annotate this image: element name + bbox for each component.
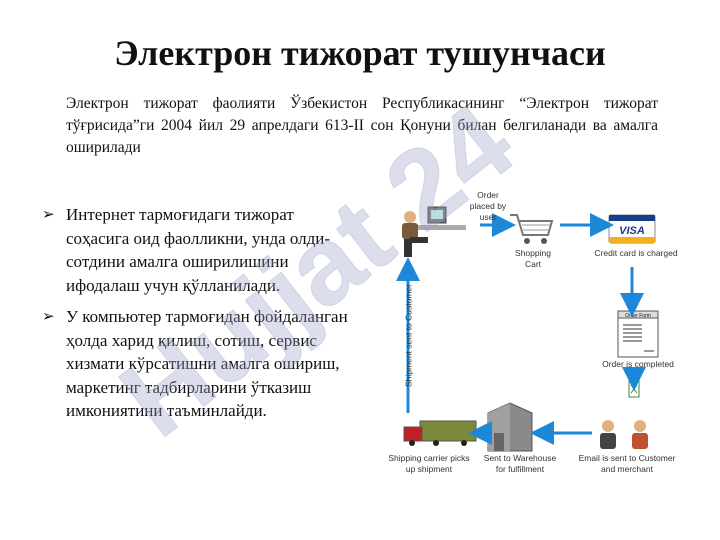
warehouse-label: Sent to Warehouse for fulfillment <box>480 453 560 475</box>
order-form-text: Order Form <box>625 313 651 319</box>
shopping-cart-icon <box>510 215 552 244</box>
bullet-text: Интернет тармоғидаги тижорат соҳасига ои… <box>66 205 330 295</box>
user-computer-icon <box>402 207 466 257</box>
shopping-cart-label: Shopping Cart <box>508 248 558 270</box>
shipment-label: Shipment sent to Customer <box>404 271 415 401</box>
customer-merchant-icon <box>600 420 648 449</box>
bullet-text: У компьютер тармоғидан фойдаланган ҳолда… <box>66 307 348 420</box>
slide-title: Электрон тижорат тушунчаси <box>0 32 720 74</box>
bullet-list: ➢ Интернет тармоғидаги тижорат соҳасига … <box>40 203 360 431</box>
credit-card-label: Credit card is charged <box>586 248 686 259</box>
order-form-icon: Order Form <box>618 311 658 357</box>
intro-paragraph: Электрон тижорат фаолияти Ўзбекистон Рес… <box>66 93 658 159</box>
warehouse-icon <box>488 403 532 451</box>
order-placed-label: Order placed by user <box>468 190 508 223</box>
visa-card-icon: VISA <box>609 215 655 243</box>
email-sent-label: Email is sent to Customer and merchant <box>572 453 682 475</box>
delivery-truck-icon <box>404 421 476 446</box>
order-completed-label: Order is completed <box>588 359 688 370</box>
carrier-label: Shipping carrier picks up shipment <box>386 453 472 475</box>
bullet-item: ➢ Интернет тармоғидаги тижорат соҳасига … <box>40 203 360 297</box>
flow-arrows: VISA Order Form <box>380 185 700 485</box>
bullet-item: ➢ У компьютер тармоғидан фойдаланган ҳол… <box>40 305 360 423</box>
bullet-arrow-icon: ➢ <box>42 306 55 330</box>
bullet-arrow-icon: ➢ <box>42 204 55 228</box>
ecommerce-flow-diagram: VISA Order Form <box>380 185 700 485</box>
card-brand-text: VISA <box>619 225 645 237</box>
email-icon <box>629 381 639 397</box>
